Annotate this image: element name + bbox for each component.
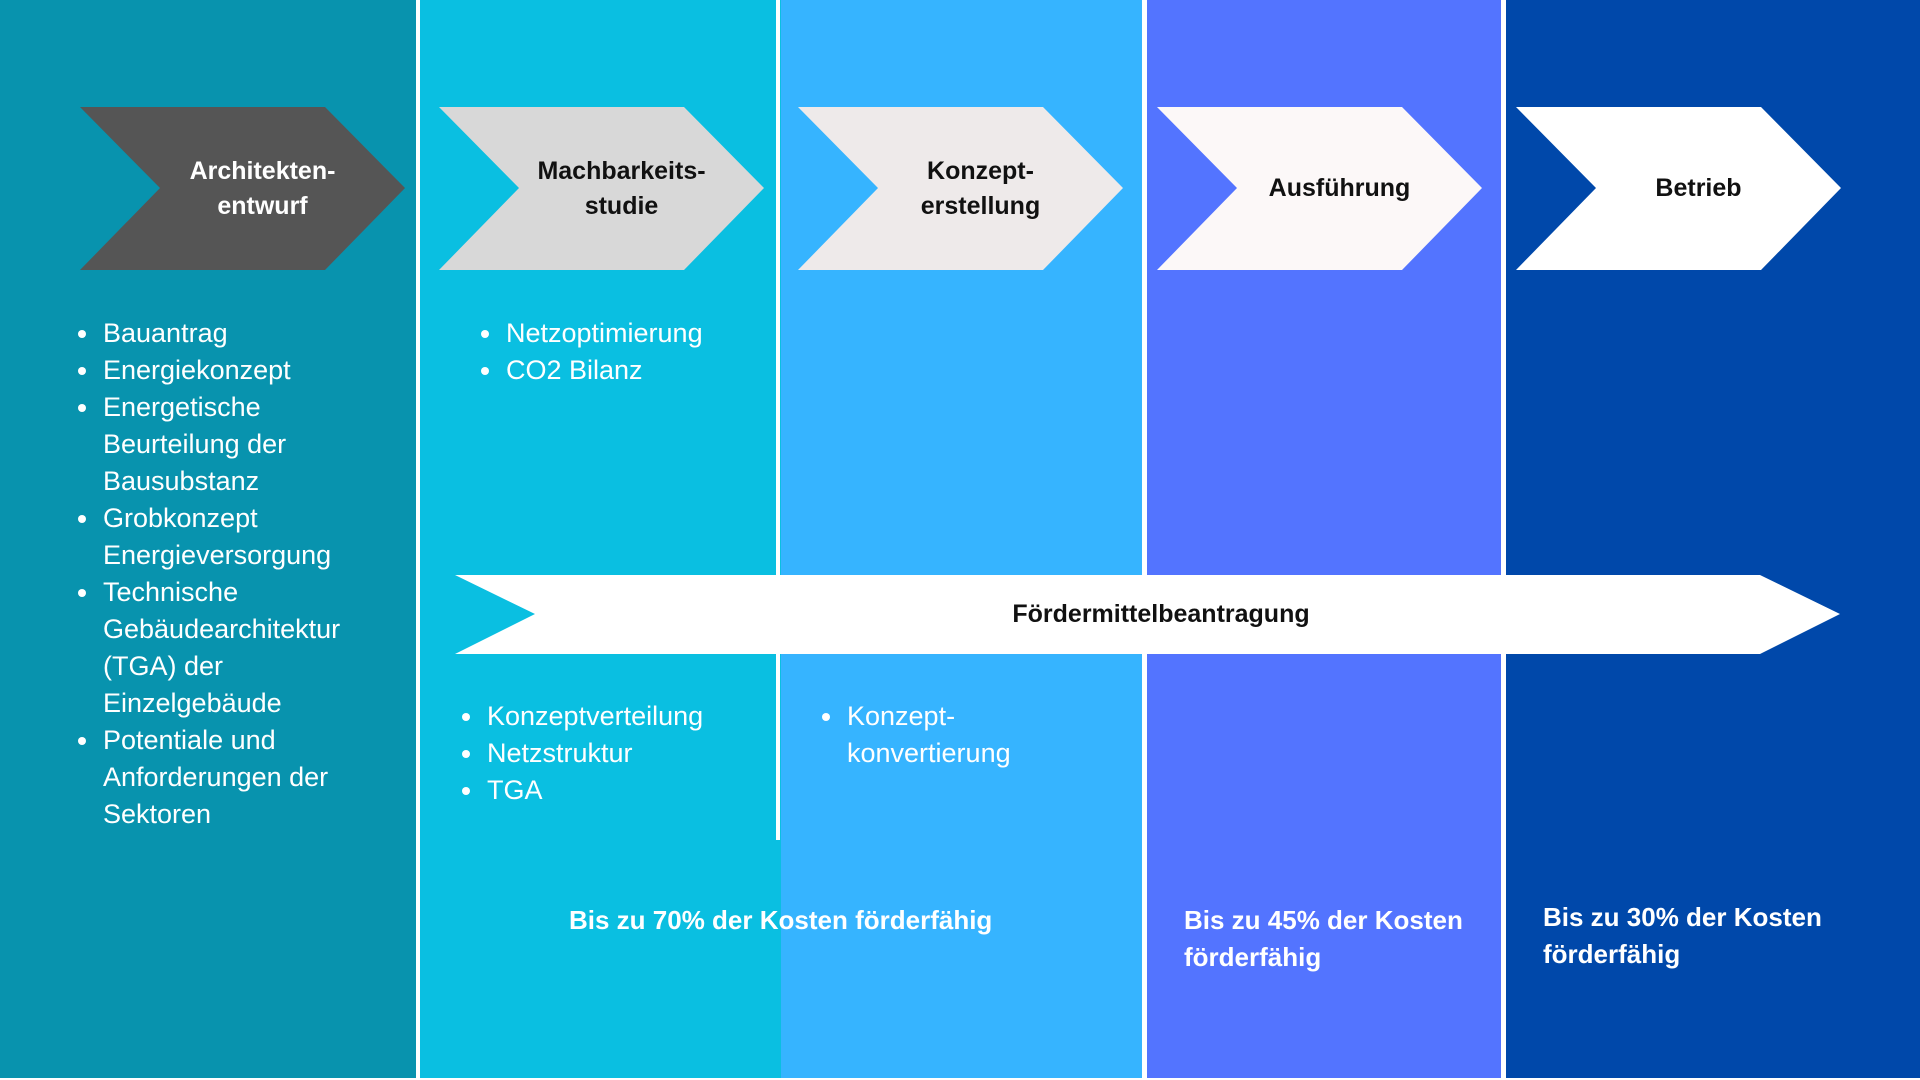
- banner-arrow-icon: [455, 575, 1840, 654]
- phase-label-konzepterstellung: Konzept- erstellung: [920, 156, 1041, 220]
- chevron-arrow-icon: [1157, 107, 1482, 270]
- banner-label: Fördermittelbeantragung: [1012, 599, 1310, 628]
- list-machbarkeitsstudie-top: Netzoptimierung CO2 Bilanz: [470, 315, 804, 389]
- list-item: Konzept-konvertierung: [845, 698, 1045, 772]
- list-machbarkeitsstudie-bottom: Konzeptverteilung Netzstruktur TGA: [451, 698, 785, 809]
- list-item: Technische Gebäudearchitektur (TGA) der …: [101, 574, 401, 722]
- list-item: Grobkonzept Energieversorgung: [101, 500, 401, 574]
- list-item: Netzoptimierung: [504, 315, 804, 352]
- column-divider: [1142, 0, 1146, 1080]
- column-divider: [776, 0, 780, 840]
- phase-label-architektenentwurf: Architekten- entwurf: [189, 156, 336, 220]
- funding-note-70: Bis zu 70% der Kosten förderfähig: [569, 905, 993, 935]
- list-item: Potentiale und Anforderungen der Sektore…: [101, 722, 401, 833]
- list-item: Konzeptverteilung: [485, 698, 785, 735]
- chevron-arrow-icon: [80, 107, 405, 270]
- chevron-arrow-icon: [439, 107, 764, 270]
- phase-label-betrieb: Betrieb: [1655, 174, 1742, 202]
- phase-label-machbarkeitsstudie: Machbarkeits- studie: [537, 156, 706, 220]
- column-divider: [1501, 0, 1505, 1080]
- list-item: Netzstruktur: [485, 735, 785, 772]
- funding-note-45: Bis zu 45% der Kosten förderfähig: [1184, 905, 1463, 972]
- chevron-arrow-icon: [798, 107, 1123, 270]
- list-item: Energetische Beurteilung der Bausubstanz: [101, 389, 401, 500]
- chevron-arrow-icon: [1516, 107, 1841, 270]
- funding-note-30: Bis zu 30% der Kosten förderfähig: [1543, 902, 1822, 969]
- list-konzepterstellung-bottom: Konzept-konvertierung: [811, 698, 1045, 772]
- list-item: Energiekonzept: [101, 352, 401, 389]
- list-item: CO2 Bilanz: [504, 352, 804, 389]
- phase-divider-dotted: [417, 0, 420, 1080]
- list-item: Bauantrag: [101, 315, 401, 352]
- list-item: TGA: [485, 772, 785, 809]
- phase-label-ausfuehrung: Ausführung: [1268, 174, 1411, 202]
- list-architektenentwurf: Bauantrag Energiekonzept Energetische Be…: [67, 315, 401, 833]
